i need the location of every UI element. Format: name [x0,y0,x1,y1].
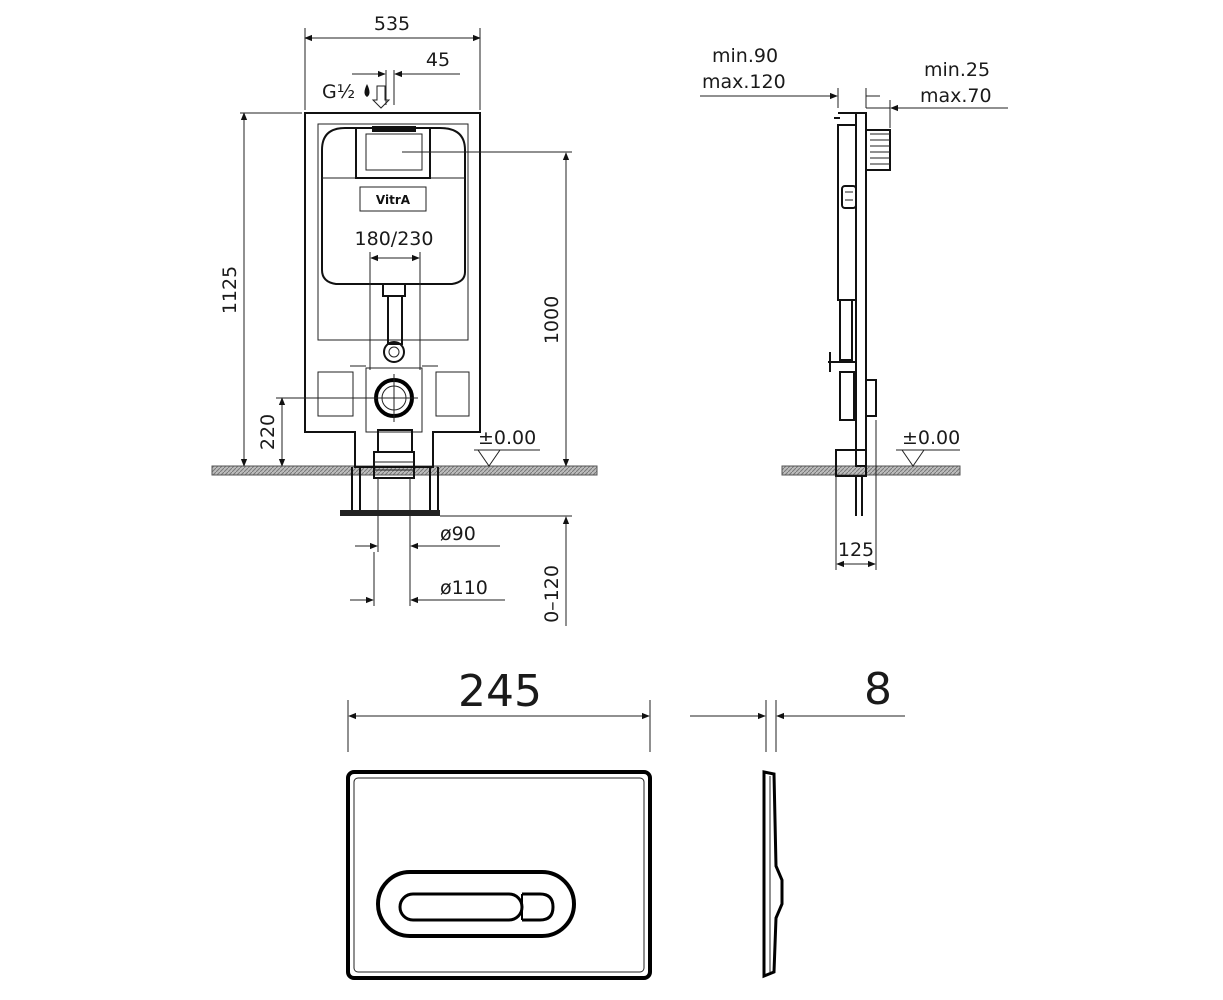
dim-pipe-110: ø110 [440,577,488,599]
side-floor [781,465,961,476]
side-floor-level: ±0.00 [902,427,960,449]
dim-plate-width-245: 245 [458,666,542,717]
water-drop-icon [364,84,370,97]
dim-centres-180-230: 180/230 [355,228,434,250]
inlet-label: G½ [322,81,355,103]
dim-height-1000: 1000 [541,296,563,344]
front-floor-level: ±0.00 [478,427,536,449]
dim-leg-0-120: 0–120 [541,565,563,623]
flush-button-outer-ring [376,870,576,938]
front-level-triangle-icon [477,449,501,467]
flush-plate [346,770,652,980]
front-frame [304,112,481,468]
front-view: VitrA 535 45 G½ [211,13,598,626]
flush-plate-view: 245 8 [346,664,905,980]
dim-plate-thickness-8: 8 [864,664,892,715]
dim-width-535: 535 [374,13,410,35]
side-gap-min: min.90 [712,45,778,67]
side-frame [855,112,867,467]
dim-drain-220: 220 [257,414,279,450]
dim-height-1125: 1125 [219,266,241,314]
side-level-triangle-icon [901,449,925,467]
side-proj-min: min.25 [924,59,990,81]
side-gap-max: max.120 [702,71,786,93]
dim-pipe-90: ø90 [440,523,476,545]
cistern [321,127,466,285]
dim-offset-45: 45 [426,49,450,71]
side-proj-max: max.70 [920,85,992,107]
flush-plate-profile [762,770,784,979]
drain-outlet [373,451,415,479]
flush-button-large [522,892,555,922]
brand-label: VitrA [376,193,411,207]
inlet-arrow-icon [371,85,391,109]
brand-badge [359,186,427,212]
front-legs [351,467,439,510]
dim-depth-125: 125 [838,539,874,561]
side-view: min.90 max.120 min.25 max.70 ±0.00 125 [700,45,1008,570]
